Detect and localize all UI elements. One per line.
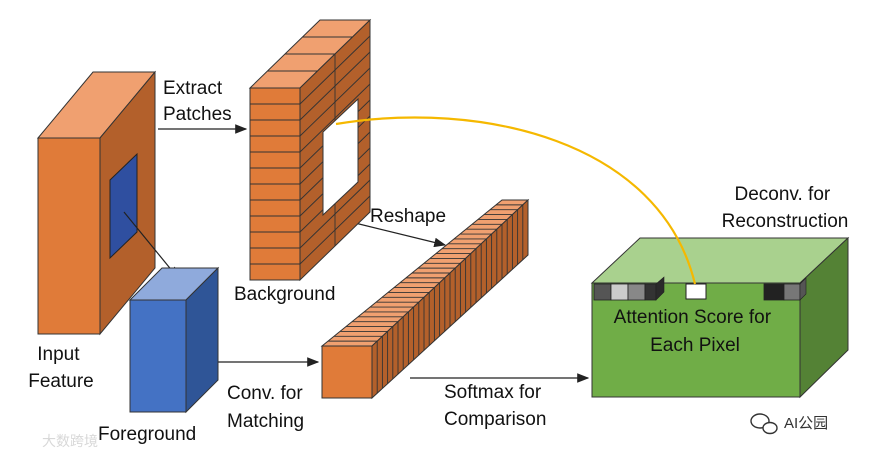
score-cell-side [799, 277, 807, 301]
input-feature-block [36, 70, 157, 336]
watermark-left: 大数跨境 [42, 433, 98, 449]
watermark-right: AI公园 [750, 413, 828, 435]
background-patches-block [248, 18, 372, 282]
label-softmax: Softmax for Comparison [444, 382, 546, 430]
label-deconv: Deconv. for Reconstruction [722, 184, 849, 232]
reshape-front [321, 345, 373, 399]
attention-link-curve [335, 116, 697, 285]
watermark-right-text: AI公园 [784, 415, 828, 432]
foreground-front [129, 299, 187, 413]
score-cell [593, 283, 612, 301]
reshape-slice-lines [328, 204, 524, 394]
reshaped-patches-block [320, 198, 530, 400]
score-cell [644, 283, 657, 301]
score-cell-side [655, 276, 665, 301]
score-cell [685, 283, 707, 300]
score-cell [783, 283, 801, 301]
score-cell [627, 283, 646, 301]
label-extract-patches: Extract Patches [163, 78, 232, 125]
input-feature-front [37, 137, 101, 335]
foreground-block [128, 266, 220, 414]
reshape-arrow [354, 222, 447, 248]
input-feature-window [109, 152, 138, 260]
watermark-left-text: 大数跨境 [42, 433, 98, 449]
foreground-arrow [123, 211, 179, 279]
label-attention-score: Attention Score for Each Pixel [614, 307, 777, 356]
attention-score-row [593, 276, 807, 301]
label-conv-matching: Conv. for Matching [227, 383, 308, 432]
label-foreground: Foreground [98, 424, 196, 445]
attention-front [591, 282, 801, 398]
score-cell [610, 283, 629, 301]
background-patch-hole [322, 97, 359, 217]
attention-block [590, 236, 850, 399]
label-background: Background [234, 284, 335, 305]
label-reshape: Reshape [370, 206, 446, 227]
wechat-icon [750, 413, 778, 435]
score-cell [763, 283, 785, 301]
label-input-feature: Input Feature [28, 344, 93, 392]
